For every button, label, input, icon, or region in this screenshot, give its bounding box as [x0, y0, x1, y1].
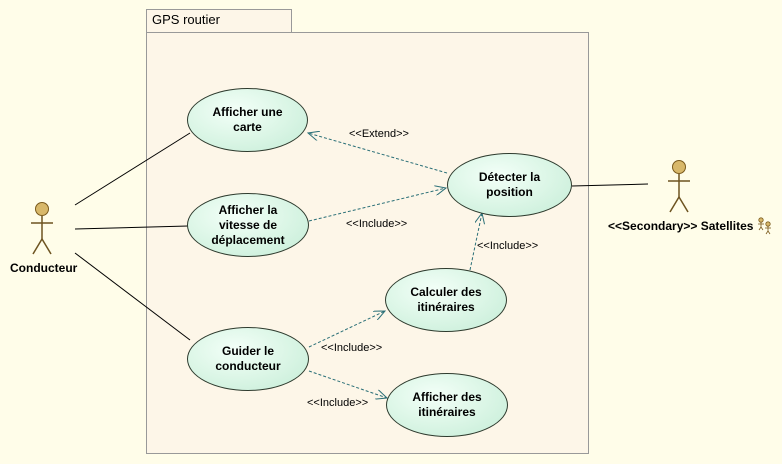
extend-arrow-position-carte: [308, 133, 448, 174]
include-label-guider-afficher: <<Include>>: [307, 397, 369, 409]
include-arrow-vitesse-position: [308, 188, 446, 222]
use-case-calculer-itineraires: Calculer des itinéraires: [385, 268, 507, 332]
association-conducteur-carte: [74, 132, 191, 206]
use-case-afficher-carte: Afficher une carte: [187, 88, 308, 152]
use-case-afficher-vitesse: Afficher la vitesse de déplacement: [187, 193, 309, 257]
use-case-label: Afficher une carte: [212, 105, 283, 134]
extend-label: <<Extend>>: [349, 128, 409, 140]
association-conducteur-guider: [74, 252, 191, 341]
actor-conducteur-label: Conducteur: [10, 261, 78, 275]
use-case-guider-conducteur: Guider le conducteur: [187, 327, 309, 391]
use-case-afficher-itineraires: Afficher des itinéraires: [386, 373, 508, 437]
actor-satellites-label: <<Secondary>> Satellites: [608, 219, 754, 233]
use-case-label: Calculer des itinéraires: [410, 285, 482, 314]
use-case-label: Détecter la position: [478, 170, 541, 199]
association-conducteur-vitesse: [74, 225, 189, 230]
use-case-detecter-position: Détecter la position: [447, 153, 572, 217]
use-case-label: Afficher des itinéraires: [412, 390, 482, 419]
package-name: GPS routier: [152, 12, 220, 27]
include-label-guider-calcul: <<Include>>: [321, 342, 383, 354]
use-case-label: Guider le conducteur: [215, 344, 281, 373]
include-arrow-guider-afficher: [308, 370, 387, 398]
secondary-actor-icon: [758, 217, 771, 235]
actor-conducteur-figure: [31, 202, 53, 255]
package-tab: [146, 9, 292, 33]
actor-satellites-figure: [668, 160, 690, 213]
use-case-label: Afficher la vitesse de déplacement: [211, 202, 285, 247]
include-label-calcul-position: <<Include>>: [477, 240, 539, 252]
association-position-satellites: [571, 183, 649, 187]
include-label-vitesse: <<Include>>: [346, 218, 408, 230]
include-arrow-guider-calcul: [308, 311, 385, 348]
